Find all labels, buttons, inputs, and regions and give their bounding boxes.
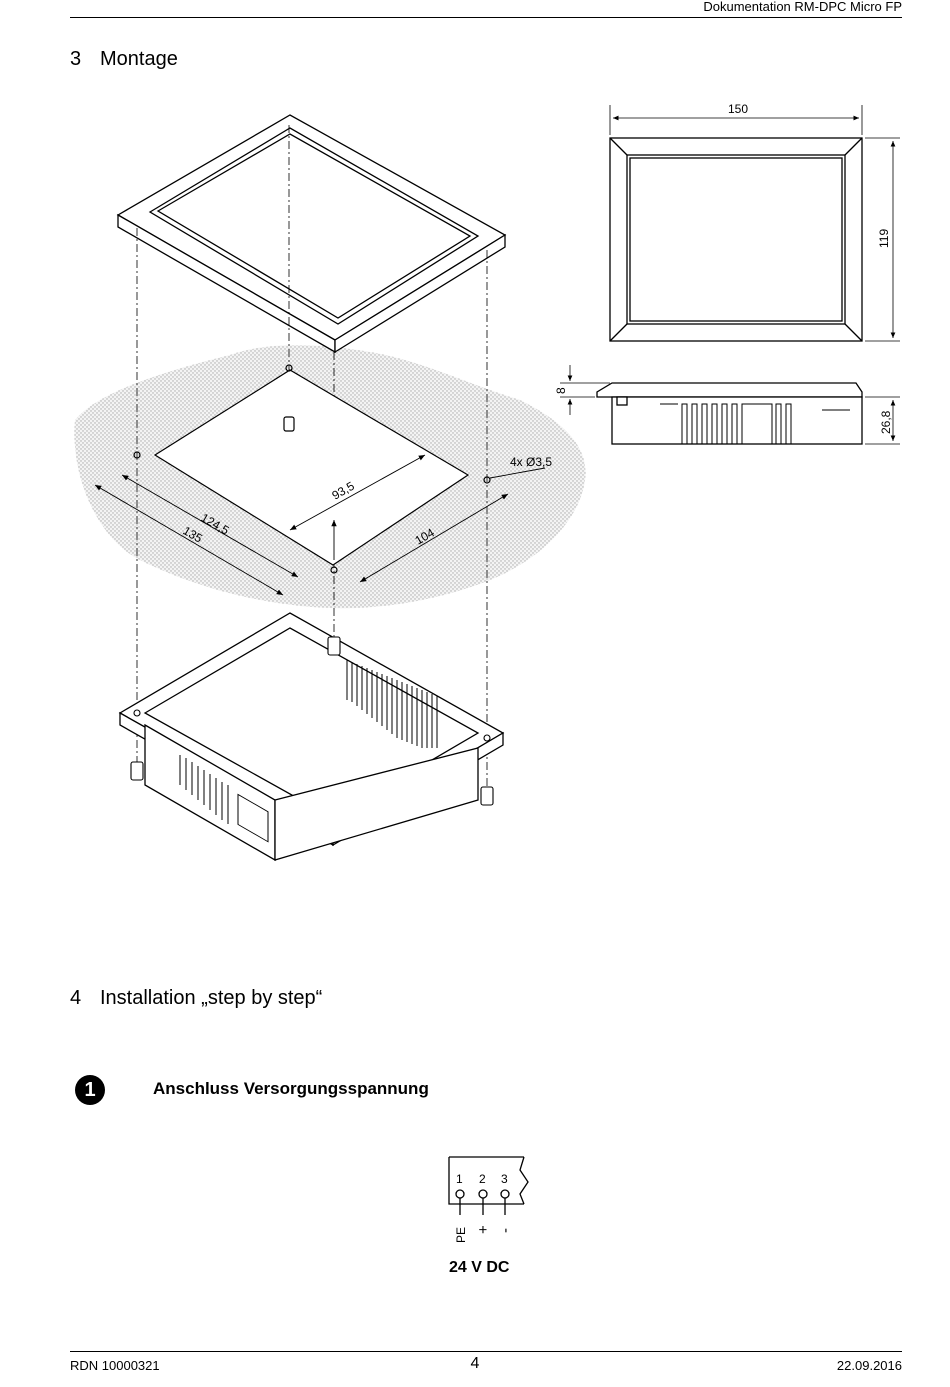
signal-label-minus: - (497, 1228, 514, 1233)
front-cover (116, 114, 507, 354)
housing-vents (179, 660, 438, 843)
section-title: Installation „step by step“ (100, 987, 323, 1009)
step-title: Anschluss Versorgungsspannung (153, 1079, 429, 1098)
dim-label-8: 8 (554, 387, 568, 394)
pin-label-1: 1 (456, 1172, 463, 1186)
signal-label-pe: PE (454, 1227, 468, 1243)
header-rule (70, 17, 902, 18)
front-view-dimensions (609, 105, 900, 342)
section-heading-montage: 3 Montage (70, 48, 178, 71)
section-title: Montage (100, 48, 178, 70)
footer-page-number: 4 (470, 1355, 480, 1372)
rear-housing (118, 612, 505, 862)
dim-label-119: 119 (877, 229, 891, 248)
footer-date: 22.09.2016 (836, 1358, 902, 1373)
side-view-dimensions (560, 365, 900, 445)
step-number-badge: 1 (75, 1075, 105, 1105)
mounting-drawing: 93,5 124,5 135 104 4x Ø3,5 (74, 102, 900, 1276)
cutout-dimension-labels: 93,5 124,5 135 104 4x Ø3,5 (181, 455, 553, 548)
pin-label-3: 3 (501, 1172, 508, 1186)
footer-doc-number: RDN 10000321 (70, 1358, 160, 1373)
side-view-vents (660, 403, 850, 445)
connector-voltage-label: 24 V DC (449, 1259, 510, 1276)
dim-label-26: 26,8 (879, 410, 893, 434)
mounting-screws (130, 636, 494, 806)
section-number: 3 (70, 48, 82, 70)
dim-label-holes: 4x Ø3,5 (510, 455, 552, 469)
section-number: 4 (70, 987, 82, 1009)
footer-rule (70, 1351, 902, 1352)
section-heading-installation: 4 Installation „step by step“ (70, 987, 322, 1010)
signal-label-plus: + (475, 1225, 492, 1234)
front-view (609, 137, 863, 342)
connector-labels: 1 2 3 PE + - (454, 1172, 514, 1243)
document-header-title: Dokumentation RM-DPC Micro FP (703, 0, 902, 14)
cutout-dimensions (94, 454, 546, 596)
side-view (596, 382, 863, 445)
dim-label-150: 150 (728, 102, 748, 116)
pin-label-2: 2 (479, 1172, 486, 1186)
connector-diagram (448, 1156, 529, 1215)
